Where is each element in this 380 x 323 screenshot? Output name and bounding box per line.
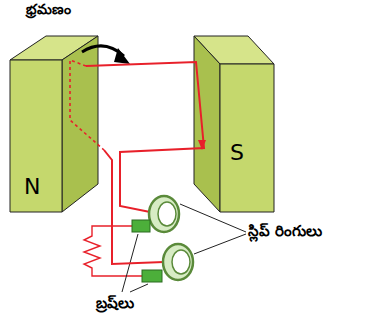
pole-letter: N <box>24 174 40 199</box>
slip-rings-label: స్లిప్ రింగులు <box>248 222 322 243</box>
magnet-block <box>190 34 278 216</box>
magnet-face <box>62 36 98 212</box>
slip-ring <box>149 196 179 232</box>
coil <box>86 62 204 212</box>
magnet-face <box>10 60 62 212</box>
brush <box>132 220 150 232</box>
leader-line <box>122 234 148 292</box>
brush <box>142 270 162 282</box>
arrow-head <box>114 48 130 64</box>
slip-ring <box>172 250 190 274</box>
slip-ring <box>158 202 176 226</box>
coil-lead <box>104 150 164 264</box>
north-magnet: N <box>6 34 102 216</box>
magnet-face <box>220 64 274 212</box>
magnet-face <box>194 36 220 212</box>
south-magnet: S <box>190 34 278 216</box>
slip-ring <box>163 244 193 280</box>
brushes-label: బ్రష్‌లు <box>96 294 134 315</box>
rotation-label: భ్రమణం <box>26 1 71 21</box>
magnet-block <box>6 34 102 216</box>
pole-letter: S <box>230 140 244 165</box>
